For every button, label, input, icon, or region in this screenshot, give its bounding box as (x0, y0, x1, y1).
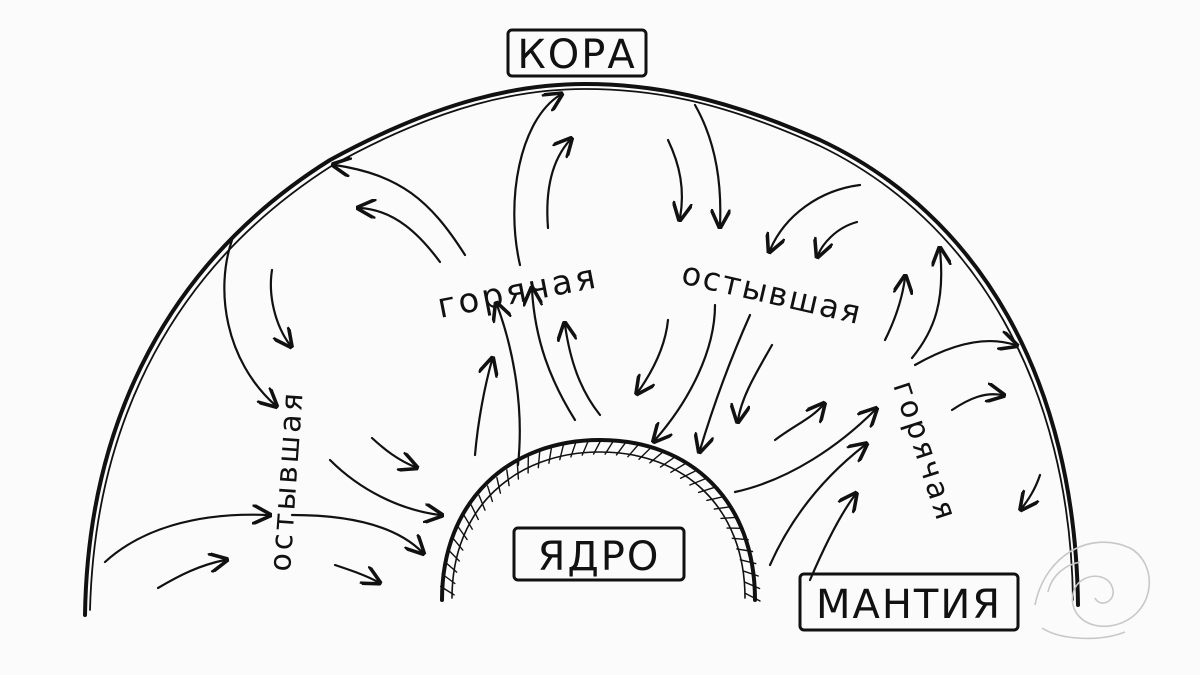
arrow (700, 313, 752, 450)
hatch-stroke (470, 504, 479, 521)
hatch-stroke (486, 485, 494, 503)
hatch-stroke (697, 486, 715, 494)
hatch-stroke (463, 514, 473, 530)
arrow (103, 515, 268, 564)
arrow (565, 325, 602, 417)
arrow (1022, 473, 1042, 508)
hatch-stroke (559, 443, 565, 461)
arrow (666, 138, 682, 218)
arrow (328, 458, 440, 515)
arrow (655, 303, 717, 440)
arrow (546, 140, 570, 230)
core-shape (439, 438, 761, 602)
arrow (773, 405, 823, 442)
arrow (738, 343, 774, 420)
arrow (335, 165, 467, 257)
hatch-stroke (739, 559, 757, 565)
hatch-stroke (736, 548, 754, 553)
arrow (290, 513, 422, 552)
arrow (950, 394, 1002, 412)
arrow (473, 360, 492, 457)
arrow (808, 495, 855, 582)
hatch-stroke (638, 447, 652, 460)
hatch-stroke (444, 561, 458, 573)
hatch-stroke (570, 441, 577, 458)
mantle-label: МАНТИЯ (816, 582, 1002, 628)
arrow (770, 183, 862, 250)
hatch-stroke (548, 446, 553, 464)
hatch-stroke (742, 570, 759, 577)
label-hot-right: горячая (885, 377, 964, 527)
hatch-stroke (604, 439, 615, 455)
arrow (497, 305, 521, 467)
hatch-stroke (447, 548, 460, 562)
hatch-stroke (744, 581, 761, 590)
arrow (693, 103, 720, 225)
hatch-stroke (670, 463, 686, 473)
arrow (156, 560, 225, 590)
hatch-stroke (496, 477, 502, 494)
arrow (883, 278, 905, 342)
arrow (223, 238, 275, 405)
crust-arc (83, 82, 1080, 617)
crust-label-box: КОРА (506, 28, 648, 78)
hatch-stroke (615, 441, 627, 456)
hatch-stroke (745, 592, 761, 602)
crust-label: КОРА (517, 32, 636, 78)
label-cooled-center: остывшая (678, 254, 866, 332)
core-label: ЯДРО (538, 534, 661, 580)
hatch-stroke (439, 585, 455, 596)
hatch-stroke (731, 537, 749, 541)
label-hot-center: горячая (434, 256, 602, 326)
watermark-spiral-icon (1034, 541, 1151, 640)
hatch-stroke (720, 516, 738, 520)
annotations: горячая остывшая остывшая горячая (263, 254, 964, 573)
convection-arrows (103, 95, 1042, 590)
arrow (370, 436, 415, 467)
hatch-stroke (441, 573, 456, 585)
arrow (818, 220, 859, 255)
arrow (913, 341, 1015, 367)
hatch-stroke (451, 537, 464, 551)
core-hatching (439, 439, 761, 602)
arrow (513, 95, 560, 267)
hatch-stroke (592, 439, 602, 455)
hatch-stroke (627, 444, 639, 458)
arrow (360, 208, 442, 264)
hatch-stroke (659, 457, 675, 468)
arrow (768, 445, 865, 567)
hatch-stroke (537, 451, 541, 469)
core-label-box: ЯДРО (512, 526, 686, 582)
hatch-stroke (713, 506, 731, 510)
hatch-stroke (689, 478, 706, 486)
hatch-stroke (649, 451, 663, 464)
arrow (910, 250, 941, 360)
hatch-stroke (706, 496, 723, 502)
arrow (333, 563, 378, 582)
label-cooled-left: остывшая (263, 389, 311, 573)
hatch-stroke (581, 439, 590, 456)
arrow (638, 318, 670, 392)
arrow (532, 290, 577, 422)
hatch-stroke (506, 469, 510, 487)
hatch-stroke (679, 470, 696, 479)
mantle-label-box: МАНТИЯ (798, 572, 1020, 632)
hatch-stroke (478, 494, 486, 511)
hatch-stroke (457, 525, 468, 541)
arrow (733, 410, 875, 494)
arrow (269, 268, 290, 345)
